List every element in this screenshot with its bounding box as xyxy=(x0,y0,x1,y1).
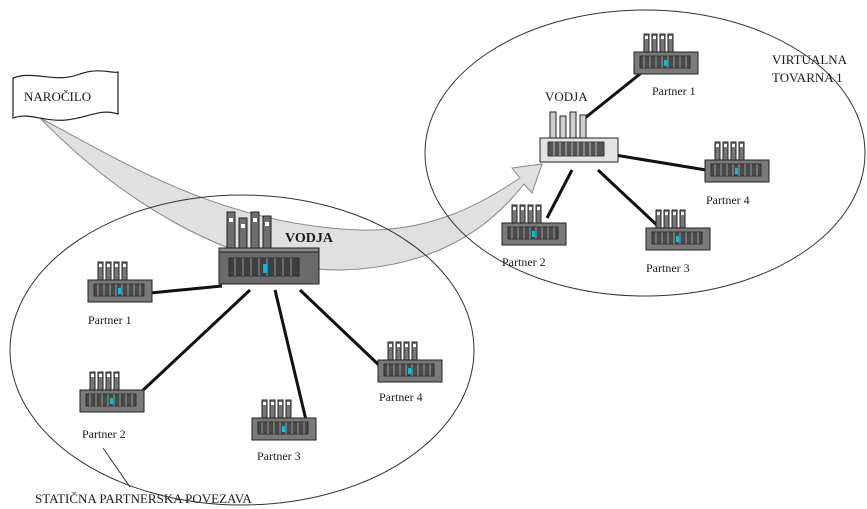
static-leader-label: VODJA xyxy=(285,231,334,246)
static-leader-factory-icon xyxy=(218,211,320,285)
virtual-factory-boundary xyxy=(424,9,866,297)
virtual-factory-caption-line2: TOVARNA 1 xyxy=(772,70,843,85)
static-network-caption: STATIČNA PARTNERSKA POVEZAVA xyxy=(35,491,252,506)
virtual-partner1-label: Partner 1 xyxy=(652,84,696,98)
static-partner3-label: Partner 3 xyxy=(257,449,301,463)
static-partner4-factory-icon xyxy=(377,341,443,383)
virtual-leader-label: VODJA xyxy=(545,89,588,104)
virtual-partner2-label: Partner 2 xyxy=(502,255,546,269)
virtual-partner4-factory-icon xyxy=(704,141,770,183)
static-partner1-factory-icon xyxy=(87,261,153,303)
order-document xyxy=(12,70,119,121)
virtual-leader-factory-icon xyxy=(539,111,619,163)
virtual-partner3-label: Partner 3 xyxy=(646,261,690,275)
static-partner1-label: Partner 1 xyxy=(88,313,132,327)
virtual-partner1-factory-icon xyxy=(633,33,699,75)
virtual-partner3-factory-icon xyxy=(645,209,711,251)
static-partner2-label: Partner 2 xyxy=(82,427,126,441)
order-flow-arrow xyxy=(39,117,543,271)
virtual-partner2-factory-icon xyxy=(501,204,567,246)
static-network-boundary xyxy=(9,194,475,506)
static-links xyxy=(138,284,384,421)
virtual-links xyxy=(545,68,707,230)
virtual-factory-caption-line1: VIRTUALNA xyxy=(772,52,848,67)
static-partner3-factory-icon xyxy=(251,399,317,441)
order-label: NAROČILO xyxy=(24,89,91,104)
caption-leader-line xyxy=(102,447,131,488)
static-partner2-factory-icon xyxy=(79,371,145,413)
virtual-partner4-label: Partner 4 xyxy=(706,193,750,207)
static-partner4-label: Partner 4 xyxy=(379,390,423,404)
